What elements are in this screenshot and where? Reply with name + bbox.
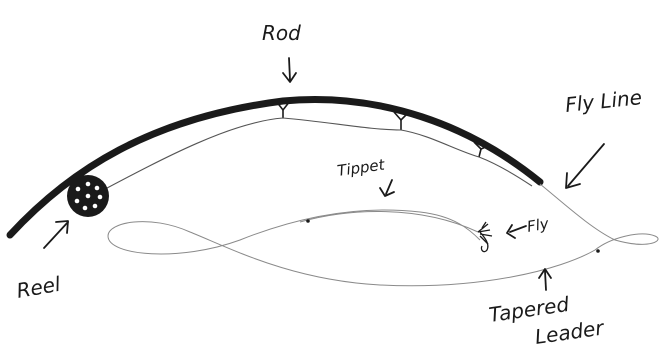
reel <box>67 175 109 217</box>
label-fly: Fly <box>526 214 552 236</box>
rod-guides <box>275 100 489 158</box>
label-reel: Reel <box>15 272 63 303</box>
rod-guide <box>478 148 482 158</box>
fly-line-cast <box>107 183 659 287</box>
arrow-reel <box>43 220 69 249</box>
tippet <box>299 211 479 233</box>
arrow-rod <box>282 57 297 83</box>
fly-line <box>91 117 533 197</box>
leader-knot <box>596 249 600 253</box>
arrow-fly-line <box>565 143 605 189</box>
label-fly-line: Fly Line <box>564 85 643 117</box>
arrow-fly <box>506 224 527 239</box>
leader-knot <box>306 219 310 223</box>
arrow-leader <box>538 268 552 291</box>
label-rod: Rod <box>262 21 301 45</box>
arrow-tippet <box>379 179 395 197</box>
label-leader: Leader <box>533 315 606 349</box>
rod-tip <box>298 98 538 180</box>
label-tippet: Tippet <box>336 155 387 180</box>
fly <box>477 221 493 253</box>
